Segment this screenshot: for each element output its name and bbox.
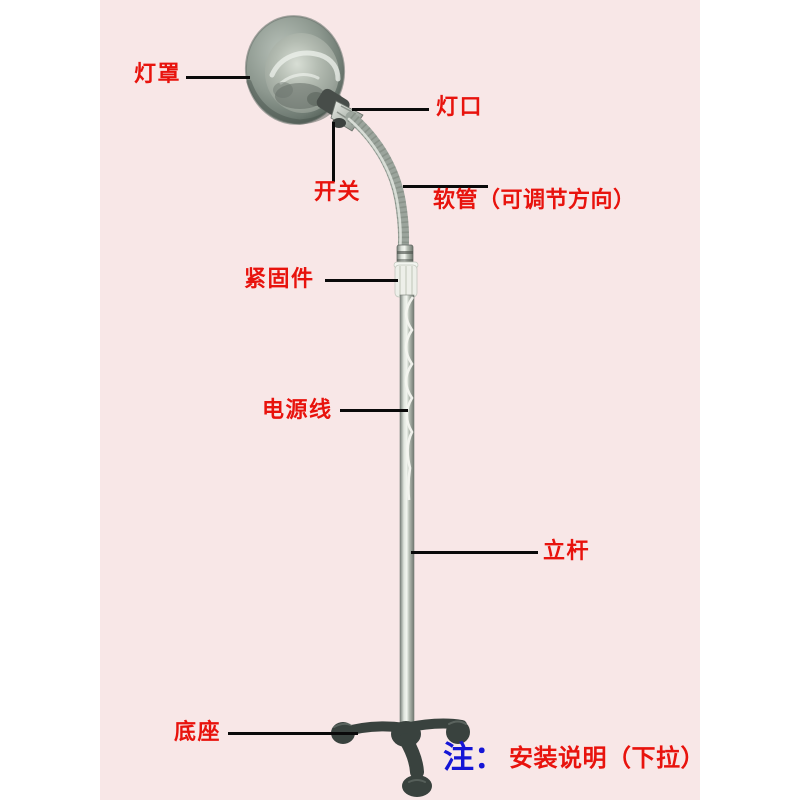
stand-pole-shape: [399, 294, 415, 727]
leader-line-power-cord: [340, 409, 408, 412]
gooseneck-tube-shape: [345, 111, 410, 256]
label-lamp-socket: 灯口: [436, 94, 484, 119]
leader-line-fastener: [325, 279, 398, 282]
leader-line-switch: [332, 122, 335, 182]
leader-line-pole: [411, 551, 538, 554]
label-power-cord: 电源线: [262, 397, 333, 422]
label-switch: 开关: [314, 179, 362, 204]
leader-line-lampshade: [186, 76, 250, 79]
power-cord-shape: [404, 296, 415, 501]
leader-line-lamp-socket: [352, 108, 429, 111]
fastener-collar-shape: [393, 261, 419, 298]
lamp-base-shape: [331, 718, 470, 797]
label-fastener: 紧固件: [244, 266, 315, 291]
label-lampshade: 灯罩: [134, 61, 182, 86]
install-note: 注： 安装说明（下拉）: [443, 742, 705, 773]
note-prefix: 注：: [443, 740, 505, 775]
leader-line-base: [228, 732, 358, 735]
note-text: 安装说明（下拉）: [509, 745, 705, 772]
label-hose: 软管（可调节方向）: [433, 187, 636, 212]
label-pole: 立杆: [543, 538, 591, 563]
label-base: 底座: [174, 719, 222, 744]
leader-line-hose: [403, 185, 488, 188]
